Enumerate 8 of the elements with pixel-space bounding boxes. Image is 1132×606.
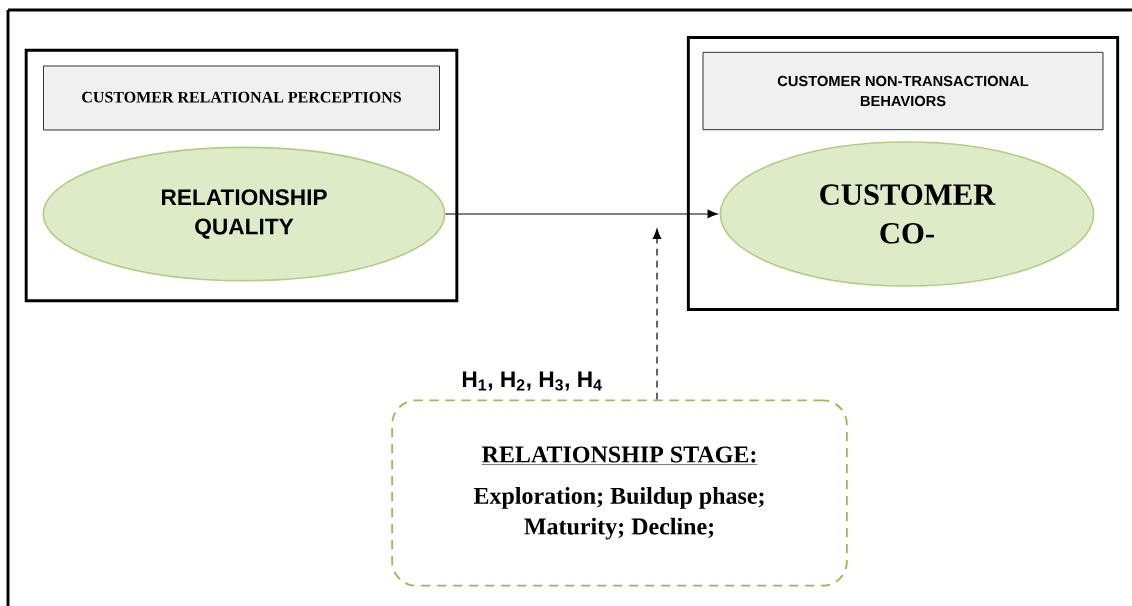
group-box [24, 48, 459, 303]
header-box: CUSTOMER RELATIONAL PERCEPTIONS [43, 65, 440, 131]
stage-box: RELATIONSHIP STAGE: Exploration; Buildup phase; Maturity; Decline; [391, 399, 848, 587]
group-box [686, 36, 1120, 311]
arrow [444, 209, 718, 219]
header-box: CUSTOMER NON-TRANSACTIONAL BEHAVIORS [702, 51, 1104, 131]
arrow [652, 228, 662, 400]
edge-label: H$_{1}$, H$_{2}$, H$_{3}$, H$_{4}$ [458, 368, 606, 394]
